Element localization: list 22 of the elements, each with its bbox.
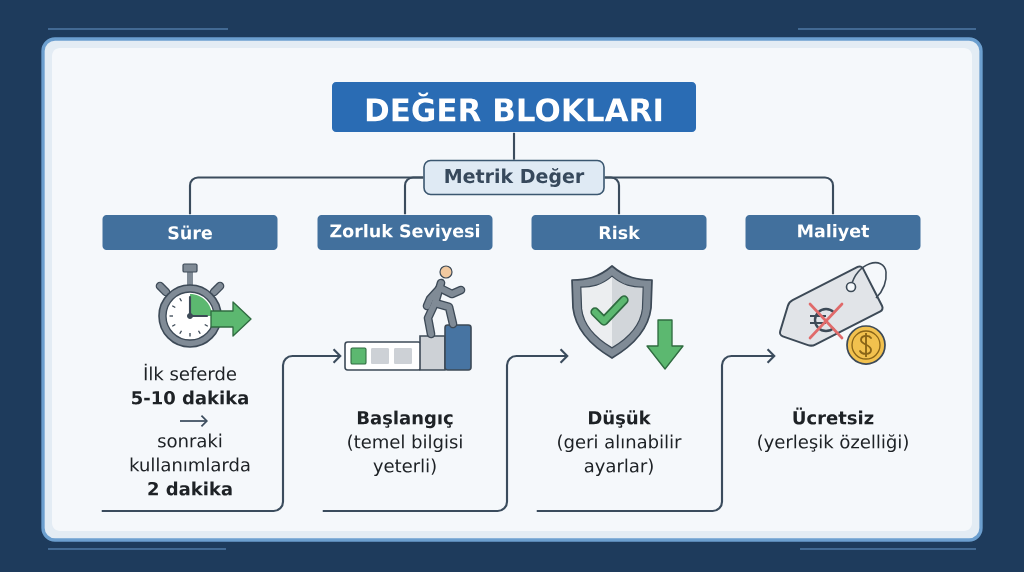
category-header: Zorluk Seviyesi: [317, 215, 493, 250]
value-note: İlk seferde: [144, 363, 236, 381]
connector-line: [403, 176, 424, 215]
connector-line: [512, 132, 516, 160]
value-label: 5-10 dakika: [132, 390, 248, 405]
value-note: (geri alınabilir ayarlar): [558, 434, 682, 476]
value-note: sonraki kullanımlarda: [130, 433, 250, 472]
category-header: Risk: [531, 215, 707, 250]
value-note: (temel bilgisi yeterli): [348, 434, 462, 476]
flow-arrow: [536, 348, 776, 513]
category-header: Maliyet: [745, 215, 921, 250]
category-header: Süre: [102, 215, 278, 250]
value-label: 2 dakika: [148, 481, 232, 496]
value-label: Ücretsiz: [793, 407, 874, 425]
flow-arrow: [101, 348, 342, 513]
title-box: DEĞER BLOKLARI: [332, 82, 696, 132]
connector-line: [604, 176, 835, 215]
value-label: Düşük: [589, 410, 651, 428]
value-label: Başlangıç: [357, 410, 453, 429]
flow-arrow: [322, 348, 569, 513]
value-note: (yerleşik özelliği): [758, 434, 908, 452]
subtitle-box: Metrik Değer: [423, 159, 605, 196]
